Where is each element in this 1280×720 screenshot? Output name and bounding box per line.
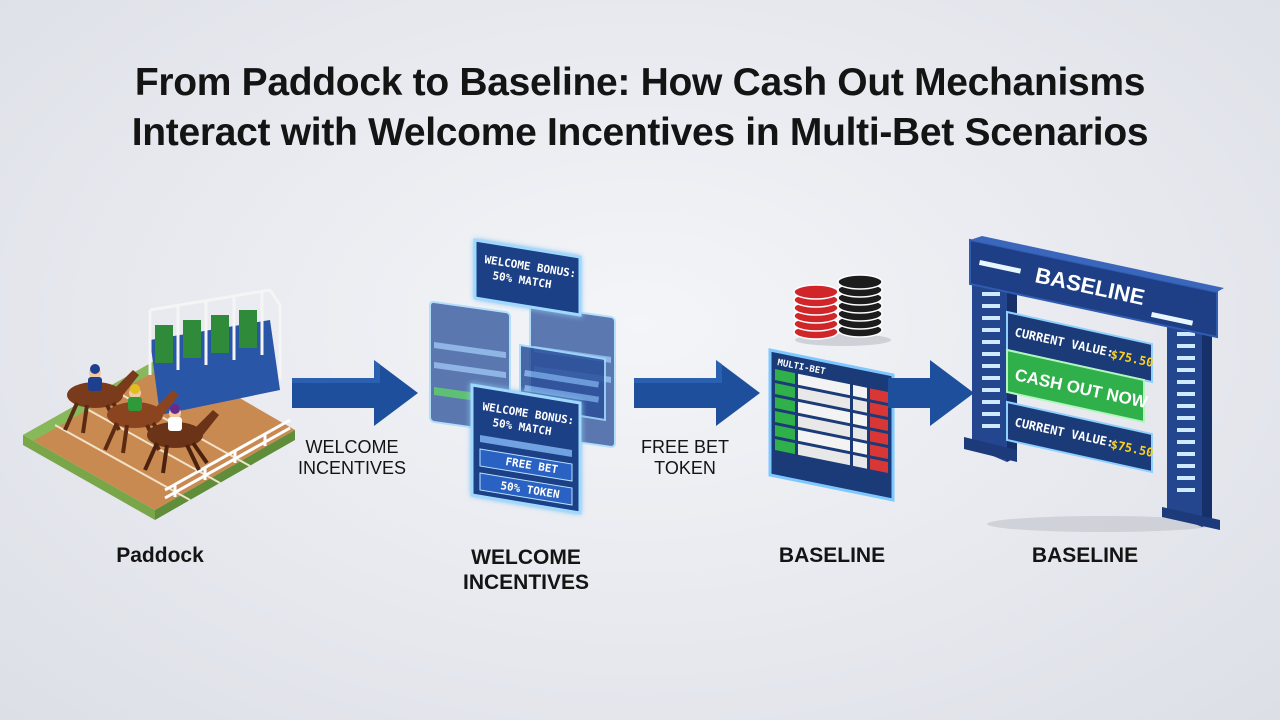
black-chip-stack bbox=[837, 274, 883, 338]
stage-label-line-2: INCENTIVES bbox=[462, 571, 590, 594]
horse-3 bbox=[143, 404, 219, 474]
baseline-gate-illustration: BASELINE CURRENT VALUE: $75.50 CASH OUT … bbox=[964, 236, 1224, 532]
red-chip-stack bbox=[793, 284, 839, 340]
horse-1 bbox=[63, 364, 139, 434]
paddock-illustration bbox=[23, 288, 295, 520]
betslip-rows bbox=[775, 369, 888, 474]
stage-label-welcome-incentives: WELCOME INCENTIVES bbox=[436, 545, 616, 595]
arrow-label-line-2: INCENTIVES bbox=[297, 458, 407, 478]
arrow-label-free-bet-token: FREE BET TOKEN bbox=[620, 437, 750, 479]
page-title: From Paddock to Baseline: How Cash Out M… bbox=[0, 58, 1280, 158]
card-top: WELCOME BONUS: 50% MATCH bbox=[473, 238, 582, 317]
stage-label-baseline-1: BASELINE bbox=[778, 544, 886, 567]
title-line-2: Interact with Welcome Incentives in Mult… bbox=[131, 111, 1149, 154]
stage-label-baseline-2: BASELINE bbox=[1031, 544, 1139, 567]
chips-illustration bbox=[793, 274, 891, 346]
arrow-free-bet-token bbox=[634, 360, 760, 426]
arrow-label-line-1: FREE BET bbox=[640, 437, 729, 457]
arrow-to-gate bbox=[888, 360, 974, 426]
title-line-1: From Paddock to Baseline: How Cash Out M… bbox=[134, 61, 1146, 104]
arrow-label-line-1: WELCOME bbox=[305, 437, 399, 457]
stage-label-paddock: Paddock bbox=[116, 544, 204, 567]
arrow-label-welcome-incentives: WELCOME INCENTIVES bbox=[282, 437, 422, 479]
stage-label-line-1: WELCOME bbox=[471, 546, 581, 569]
welcome-cards-illustration: WELCOME BONUS: 50% MATCH WELCOME BONUS: … bbox=[429, 238, 616, 515]
card-front: WELCOME BONUS: 50% MATCH FREE BET 50% TO… bbox=[470, 383, 582, 515]
bet-slip-illustration: MULTI-BET bbox=[768, 348, 895, 502]
arrow-welcome-incentives bbox=[292, 360, 418, 426]
arrow-label-line-2: TOKEN bbox=[654, 458, 716, 478]
